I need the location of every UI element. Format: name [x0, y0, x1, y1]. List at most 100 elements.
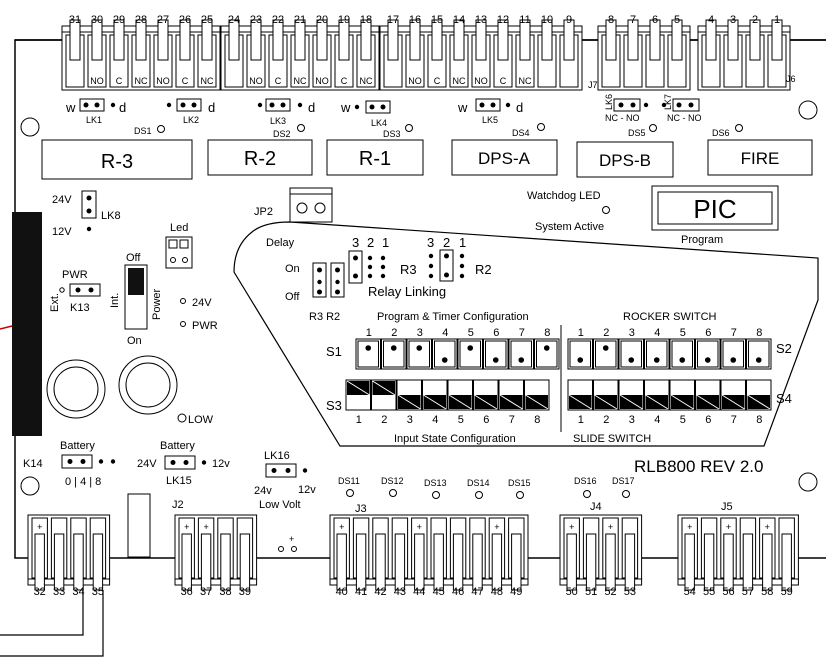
link-lk15[interactable]: 24V 12v LK15 — [137, 455, 230, 487]
terminal-pin[interactable]: 49 — [508, 517, 525, 598]
terminal-pin[interactable]: 9 — [559, 14, 579, 88]
terminal-pin[interactable]: 10 — [537, 14, 557, 88]
s2-bank-switch[interactable]: 3 — [618, 327, 644, 370]
relay-link-jumper-b[interactable] — [428, 249, 465, 282]
terminal-pin[interactable]: +54 — [681, 517, 698, 598]
terminal-pin[interactable]: 22C — [268, 14, 288, 88]
terminal-pin[interactable]: 5 — [667, 14, 687, 88]
s3-bank-switch[interactable]: 5 — [447, 379, 473, 426]
terminal-pin[interactable]: 6 — [645, 14, 665, 88]
s4-bank-switch[interactable]: 8 — [746, 379, 772, 426]
s1-bank-switch[interactable]: 8 — [534, 327, 560, 370]
link-lk16[interactable]: LK16 24v 12v Low Volt — [254, 450, 316, 511]
terminal-pin[interactable]: 35 — [89, 517, 107, 598]
delay-jumper-r3[interactable] — [312, 262, 327, 298]
s3-bank-switch[interactable]: 8 — [524, 379, 550, 426]
s3-bank-switch[interactable]: 3 — [396, 379, 422, 426]
terminal-pin[interactable]: 59 — [778, 517, 795, 598]
terminal-pin[interactable]: 8 — [601, 14, 621, 88]
s2-bank-switch[interactable]: 6 — [695, 327, 721, 370]
s2-bank-switch[interactable]: 7 — [720, 327, 746, 370]
terminal-pin[interactable]: +58 — [759, 517, 776, 598]
link-lk8[interactable]: 24V LK8 12V — [52, 190, 121, 238]
terminal-pin[interactable]: 1 — [767, 14, 787, 88]
link-lk4[interactable]: w LK4 — [340, 100, 391, 128]
link-k13[interactable]: K13 — [59, 283, 101, 314]
terminal-pin[interactable]: 31 — [65, 14, 85, 88]
s3-bank-switch[interactable]: 7 — [498, 379, 524, 426]
terminal-pin[interactable]: 55 — [700, 517, 718, 598]
terminal-pin[interactable]: 29C — [109, 14, 129, 88]
terminal-pin[interactable]: 47 — [469, 517, 486, 598]
s3-bank-switch[interactable]: 1 — [345, 379, 371, 426]
terminal-pin[interactable]: 34 — [70, 517, 87, 598]
s1-bank-switch[interactable]: 2 — [381, 327, 407, 370]
terminal-pin[interactable]: 38 — [217, 517, 234, 598]
s1-bank-switch[interactable]: 7 — [508, 327, 534, 370]
terminal-pin[interactable]: +50 — [563, 517, 580, 598]
terminal-pin[interactable]: 42 — [372, 517, 389, 598]
s2-bank-switch[interactable]: 8 — [746, 327, 772, 370]
link-lk7[interactable]: LK7 NC - NO — [661, 94, 702, 123]
terminal-pin[interactable]: 51 — [582, 517, 600, 598]
s2-bank-switch[interactable]: 2 — [593, 327, 619, 370]
led-header[interactable] — [165, 236, 193, 269]
s4-bank-switch[interactable]: 6 — [695, 379, 721, 426]
s4-bank-switch[interactable]: 5 — [669, 379, 695, 426]
link-lk6[interactable]: LK6 NC - NO — [604, 94, 649, 123]
terminal-pin[interactable]: 33 — [50, 517, 68, 598]
terminal-pin[interactable]: +37 — [197, 517, 215, 598]
s1-bank-switch[interactable]: 6 — [483, 327, 509, 370]
link-lk2[interactable]: d LK2 — [166, 98, 215, 125]
terminal-pin[interactable]: +32 — [31, 517, 48, 598]
terminal-pin[interactable]: +48 — [488, 517, 506, 598]
link-lk5[interactable]: w d LK5 — [457, 98, 523, 125]
terminal-pin[interactable]: 15C — [427, 14, 447, 88]
battery-jumper[interactable] — [61, 454, 116, 469]
s2-bank-switch[interactable]: 1 — [567, 327, 593, 370]
s4-bank-switch[interactable]: 1 — [567, 379, 593, 426]
s1-bank-switch[interactable]: 1 — [355, 327, 381, 370]
jp2-connector[interactable] — [289, 187, 333, 223]
s1-bank-switch[interactable]: 5 — [457, 327, 483, 370]
s2-bank-switch[interactable]: 5 — [669, 327, 695, 370]
terminal-pin[interactable]: +52 — [602, 517, 619, 598]
s1-bank-switch[interactable]: 3 — [406, 327, 432, 370]
s4-bank-switch[interactable]: 4 — [644, 379, 670, 426]
terminal-pin[interactable]: 46 — [449, 517, 467, 598]
relay-link-jumper-a[interactable] — [348, 250, 386, 284]
s3-bank-switch[interactable]: 4 — [422, 379, 448, 426]
terminal-pin[interactable]: 19C — [334, 14, 354, 88]
terminal-pin[interactable]: 43 — [391, 517, 409, 598]
s4-bank-switch[interactable]: 3 — [618, 379, 644, 426]
link-lk1[interactable]: w d LK1 — [65, 98, 126, 125]
terminal-pin[interactable]: +56 — [720, 517, 737, 598]
terminal-pin[interactable]: 12C — [493, 14, 513, 88]
terminal-pin[interactable]: 7 — [623, 14, 643, 88]
terminal-pin[interactable]: 41 — [352, 517, 370, 598]
terminal-pin[interactable]: 45 — [430, 517, 447, 598]
terminal-pin[interactable]: 17 — [383, 14, 403, 88]
link-lk3[interactable]: d LK3 — [257, 98, 315, 126]
s1-bank-switch[interactable]: 4 — [432, 327, 458, 370]
terminal-pin[interactable]: +36 — [178, 517, 195, 598]
terminal-pin[interactable]: 57 — [739, 517, 757, 598]
terminal-pin[interactable]: 24 — [224, 14, 244, 88]
s2-bank-switch[interactable]: 4 — [644, 327, 670, 370]
s3-bank-switch[interactable]: 6 — [473, 379, 499, 426]
terminal-pin[interactable]: 26C — [175, 14, 195, 88]
power-switch[interactable] — [124, 264, 148, 330]
terminal-pin[interactable]: +44 — [411, 517, 428, 598]
terminal-pin[interactable]: 53 — [621, 517, 639, 598]
